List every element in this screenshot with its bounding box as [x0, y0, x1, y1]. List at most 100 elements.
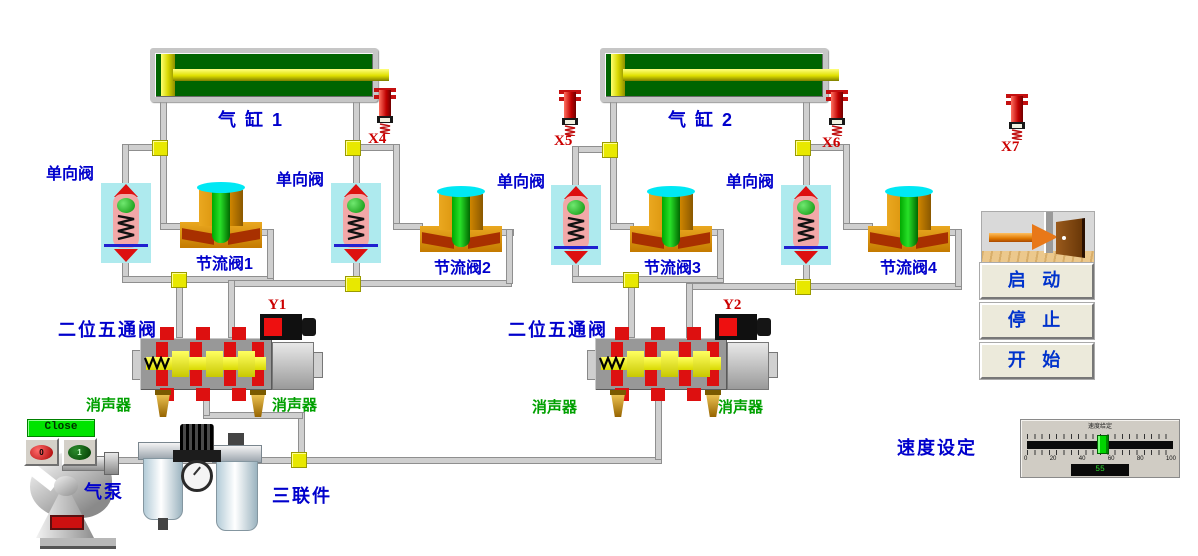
muffler-icon — [705, 390, 721, 417]
sensor-x5-icon — [558, 88, 582, 136]
check-valve-4-label: 单向阀 — [726, 174, 775, 191]
muffler-icon — [155, 390, 171, 417]
stop-button[interactable]: 停 止 — [979, 302, 1095, 340]
air-pump-indicator — [50, 515, 84, 530]
pipe — [228, 280, 512, 287]
check-valve-4 — [781, 185, 831, 265]
solenoid-y1-connector — [260, 314, 302, 340]
scale-tick-label: 80 — [1136, 456, 1144, 462]
pump-off-indicator: 0 — [30, 445, 53, 460]
pipe-coupler — [104, 452, 119, 475]
air-pump-cone-head — [54, 476, 78, 496]
pipe — [955, 229, 962, 287]
pump-on-indicator: 1 — [68, 445, 91, 460]
solenoid-y2-label: Y2 — [723, 297, 742, 313]
scale-tick-label: 20 — [1049, 456, 1057, 462]
slider-scale: 0 20 40 60 80 100 — [1024, 456, 1176, 462]
slider-title: 速度给定 — [1087, 424, 1112, 430]
valve-5-2-no1-label: 二位五通阀 — [58, 320, 158, 340]
throttle-valve-1 — [180, 182, 262, 252]
throttle-valve-2 — [420, 186, 502, 256]
pipe-junction — [152, 140, 168, 156]
scale-tick-label: 60 — [1107, 456, 1115, 462]
exit-door-icon — [1056, 218, 1085, 258]
pipe — [228, 280, 235, 338]
sensor-x7-icon — [1005, 92, 1029, 140]
air-pump-base-plate — [40, 538, 116, 549]
scale-tick-label: 100 — [1165, 456, 1176, 462]
pipe-junction — [623, 272, 639, 288]
check-valve-3 — [551, 185, 601, 265]
piston-rod — [173, 69, 389, 81]
pipe — [572, 146, 579, 190]
solenoid-actuator — [272, 342, 314, 390]
piston — [161, 54, 175, 96]
muffler-label: 消声器 — [718, 399, 764, 416]
cylinder-2 — [600, 48, 839, 102]
valve-5-2-no1 — [132, 312, 347, 422]
pipe-junction — [795, 279, 811, 295]
pipe — [267, 229, 274, 279]
pipe — [160, 150, 167, 230]
check-valve-2 — [331, 183, 381, 263]
cylinder-2-label: 气 缸 2 — [668, 110, 735, 130]
valve-5-2-no2 — [587, 312, 802, 422]
scale-tick-label: 40 — [1078, 456, 1086, 462]
frl-pressure-gauge — [181, 460, 213, 492]
throttle-valve-4 — [868, 186, 950, 256]
sensor-x7-label: X7 — [1001, 139, 1020, 155]
speed-slider: 速度给定 0 20 40 60 80 100 55 — [1020, 419, 1180, 478]
pipe — [572, 276, 724, 283]
begin-button[interactable]: 开 始 — [979, 342, 1095, 380]
frl-regulator-base — [173, 450, 221, 462]
start-button[interactable]: 启 动 — [979, 262, 1095, 300]
exit-icon[interactable] — [981, 211, 1095, 265]
pipe — [393, 223, 423, 230]
pipe-junction — [345, 140, 361, 156]
pipe-junction — [795, 140, 811, 156]
muffler-icon — [610, 390, 626, 417]
pipe — [686, 283, 962, 290]
pipe-junction — [602, 142, 618, 158]
sensor-x6-label: X6 — [822, 135, 841, 151]
frl-filter-drain — [158, 518, 168, 530]
muffler-label: 消声器 — [272, 397, 318, 414]
throttle-valve-4-label: 节流阀4 — [880, 260, 937, 277]
speed-setting-label: 速度设定 — [897, 438, 977, 458]
throttle-valve-3-label: 节流阀3 — [644, 260, 701, 277]
pipe — [393, 144, 400, 228]
pipe-junction — [291, 452, 307, 468]
slider-value-readout: 55 — [1071, 464, 1129, 476]
muffler-icon — [250, 390, 266, 417]
pump-label: 气泵 — [84, 482, 124, 502]
cylinder-1-label: 气 缸 1 — [218, 110, 285, 130]
sensor-x4-icon — [373, 86, 397, 134]
pipe — [717, 229, 724, 279]
frl-lubricator-dome — [228, 433, 244, 445]
frl-lubricator-bowl — [216, 461, 258, 531]
throttle-valve-3 — [630, 186, 712, 256]
sensor-x4-label: X4 — [368, 131, 387, 147]
piston-rod — [623, 69, 839, 81]
slider-handle[interactable] — [1097, 435, 1109, 454]
frl-regulator-knob — [180, 424, 214, 452]
pipe — [122, 276, 274, 283]
pipe — [843, 144, 850, 228]
check-valve-3-label: 单向阀 — [497, 174, 546, 191]
pump-on-button[interactable]: 1 — [62, 438, 97, 466]
sensor-x5-label: X5 — [554, 133, 573, 149]
solenoid-actuator — [727, 342, 769, 390]
close-button[interactable]: Close — [27, 419, 95, 437]
check-valve-1 — [101, 183, 151, 263]
throttle-valve-1-label: 节流阀1 — [196, 256, 253, 273]
frl-label: 三联件 — [272, 486, 332, 506]
exit-arrow-icon — [989, 233, 1033, 242]
exit-arrow-head — [1032, 224, 1058, 250]
pipe — [610, 150, 617, 230]
exit-door-handle — [1062, 236, 1066, 240]
throttle-valve-2-label: 节流阀2 — [434, 260, 491, 277]
pump-off-button[interactable]: 0 — [24, 438, 59, 466]
piston — [611, 54, 625, 96]
muffler-label: 消声器 — [86, 397, 132, 414]
